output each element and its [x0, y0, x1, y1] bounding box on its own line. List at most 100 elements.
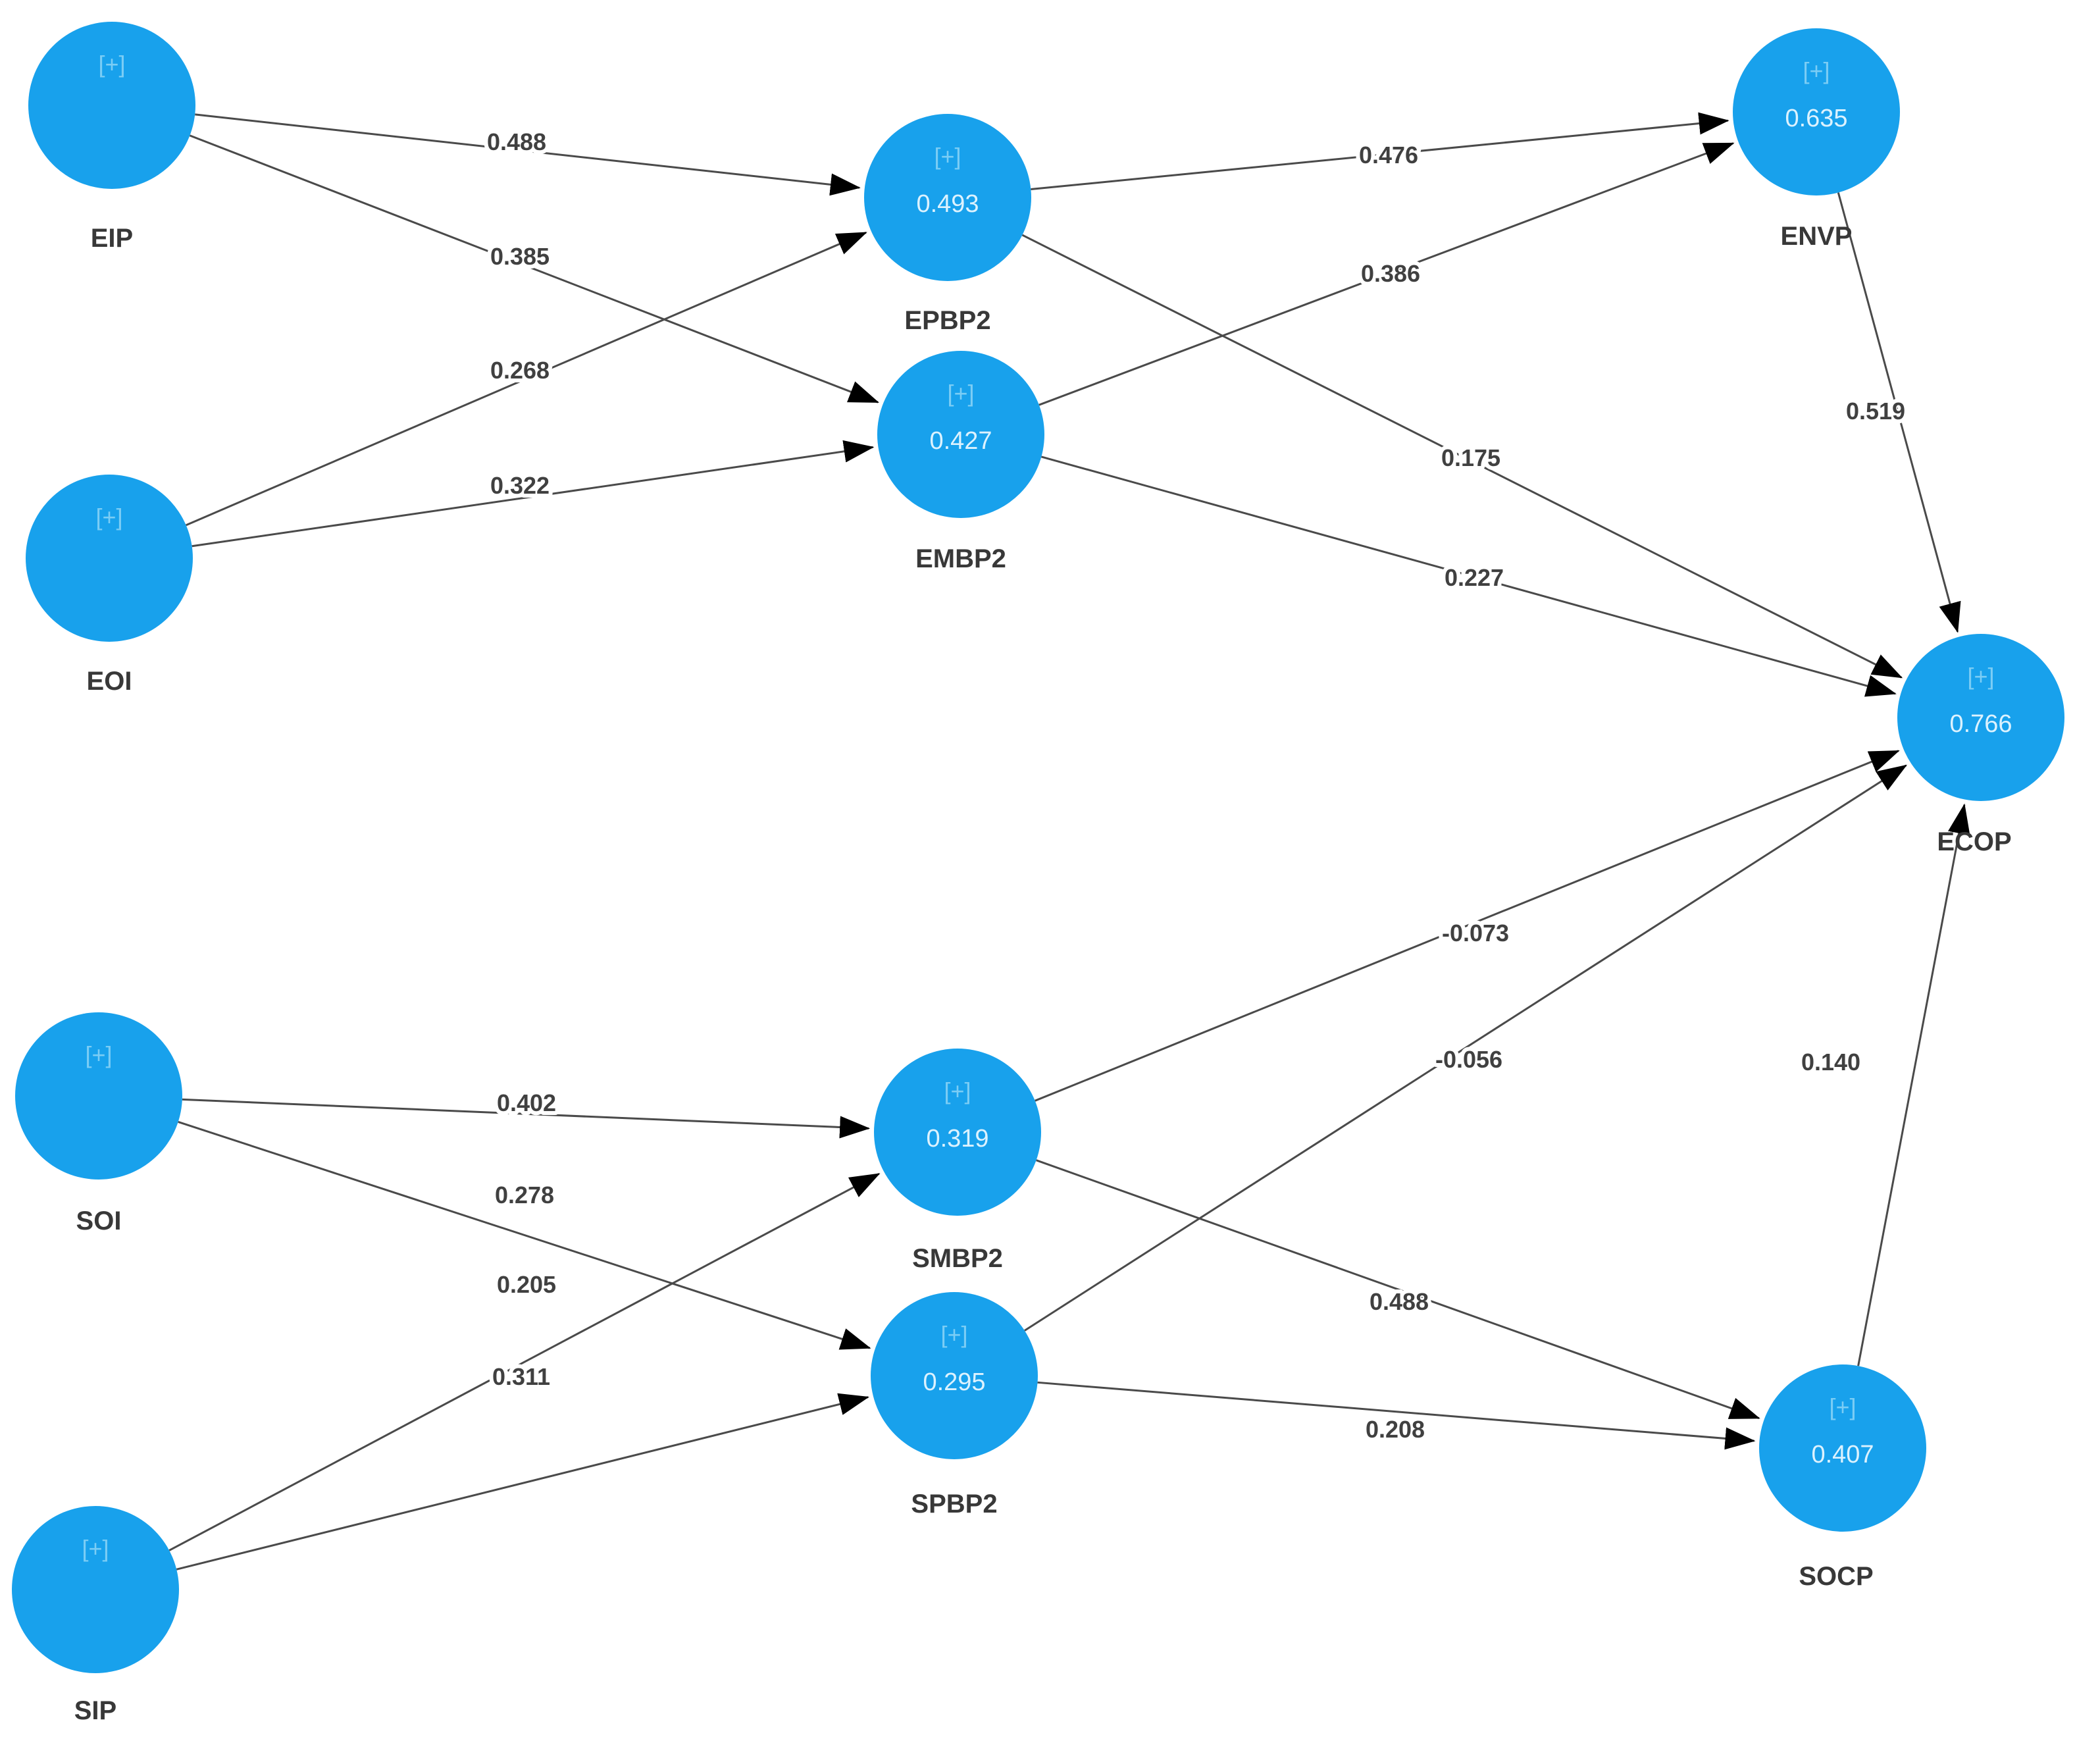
r-squared-value-SOCP: 0.407 [1811, 1441, 1874, 1468]
path-line-SIP-SPBP2[interactable] [176, 1393, 869, 1570]
node-SOI: [+]SOI [15, 1012, 182, 1235]
path-EMBP2-ENVP: 0.386 [1038, 142, 1735, 406]
path-EPBP2-ECOP: 0.175 [1021, 234, 1903, 679]
path-EOI-EPBP2: 0.268 [186, 231, 867, 527]
path-SOI-SMBP2: 0.402 [182, 1085, 871, 1139]
path-EIP-EMBP2: 0.385 [189, 134, 879, 403]
expand-plus-icon[interactable]: [+] [1829, 1393, 1856, 1420]
path-coefficient-SOCP-ECOP: 0.140 [1801, 1049, 1860, 1076]
path-line-EPBP2-ECOP[interactable] [1021, 234, 1903, 679]
path-SPBP2-SOCP: 0.208 [1037, 1381, 1756, 1450]
path-coefficient-EPBP2-ECOP: 0.175 [1441, 444, 1500, 471]
path-ENVP-ECOP: 0.519 [1837, 192, 1961, 633]
node-label-ECOP: ECOP [1937, 827, 2011, 856]
node-label-SMBP2: SMBP2 [912, 1244, 1003, 1273]
latent-variable-circle-ENVP[interactable] [1733, 28, 1900, 195]
expand-plus-icon[interactable]: [+] [1967, 663, 1994, 690]
latent-variable-circle-EIP[interactable] [28, 22, 195, 189]
latent-variable-circle-ECOP[interactable] [1897, 634, 2064, 801]
path-line-EIP-EMBP2[interactable] [189, 134, 879, 403]
r-squared-value-EMBP2: 0.427 [929, 427, 992, 455]
path-line-SPBP2-SOCP[interactable] [1037, 1381, 1756, 1450]
expand-plus-icon[interactable]: [+] [98, 51, 125, 78]
node-EIP: [+] EIP [28, 22, 195, 253]
path-EMBP2-ECOP: 0.227 [1040, 455, 1897, 697]
path-coefficient-EIP-EPBP2: 0.488 [487, 128, 546, 155]
latent-variable-circle-EOI[interactable] [26, 475, 193, 642]
path-EPBP2-ENVP: 0.476 [1031, 112, 1729, 191]
expand-plus-icon[interactable]: [+] [944, 1077, 971, 1104]
path-coefficient-SOI-SPBP2: 0.278 [495, 1181, 554, 1208]
node-EOI: [+]EOI [26, 475, 193, 696]
path-SOI-SPBP2: 0.278 [178, 1121, 871, 1350]
path-line-EMBP2-ECOP[interactable] [1040, 455, 1897, 697]
path-SIP-SPBP2: 0.311 [176, 1359, 869, 1570]
path-SOCP-ECOP: 0.140 [1797, 803, 1970, 1366]
latent-variable-circle-SIP[interactable] [12, 1506, 179, 1673]
path-SIP-SMBP2: 0.205 [168, 1172, 881, 1551]
r-squared-value-ENVP: 0.635 [1785, 105, 1847, 132]
path-coefficient-EPBP2-ENVP: 0.476 [1359, 142, 1418, 169]
latent-variable-circle-SPBP2[interactable] [871, 1292, 1038, 1459]
node-label-ENVP: ENVP [1781, 222, 1853, 251]
path-coefficient-EMBP2-ECOP: 0.227 [1445, 564, 1504, 591]
path-coefficient-SMBP2-ECOP: -0.073 [1442, 920, 1509, 947]
path-coefficient-SPBP2-ECOP: -0.056 [1435, 1046, 1502, 1073]
latent-variable-circle-SOI[interactable] [15, 1012, 182, 1180]
path-line-SMBP2-ECOP[interactable] [1035, 750, 1900, 1102]
expand-plus-icon[interactable]: [+] [95, 504, 122, 531]
latent-variable-circle-SMBP2[interactable] [874, 1049, 1041, 1216]
expand-plus-icon[interactable]: [+] [940, 1321, 967, 1348]
path-line-SOI-SMBP2[interactable] [182, 1098, 871, 1139]
latent-variable-circle-EPBP2[interactable] [864, 114, 1031, 281]
path-coefficient-SOI-SMBP2: 0.402 [497, 1089, 556, 1116]
expand-plus-icon[interactable]: [+] [85, 1041, 112, 1068]
path-line-SPBP2-ECOP[interactable] [1024, 764, 1908, 1332]
path-line-EIP-EPBP2[interactable] [195, 113, 861, 196]
path-SMBP2-SOCP: 0.488 [1036, 1159, 1760, 1420]
path-coefficient-SPBP2-SOCP: 0.208 [1366, 1416, 1425, 1443]
edges-layer: 0.488 0.385 0.268 0.322 0.476 0.386 0.175 0.227… [168, 112, 1970, 1570]
path-coefficient-ENVP-ECOP: 0.519 [1846, 398, 1905, 425]
path-line-SOCP-ECOP[interactable] [1857, 803, 1970, 1366]
path-line-EOI-EMBP2[interactable] [192, 440, 875, 548]
node-label-EIP: EIP [91, 224, 133, 253]
node-label-SIP: SIP [74, 1696, 116, 1725]
expand-plus-icon[interactable]: [+] [947, 380, 974, 407]
latent-variable-circle-EMBP2[interactable] [877, 351, 1044, 518]
node-SIP: [+] SIP [12, 1506, 179, 1725]
node-label-EPBP2: EPBP2 [904, 306, 990, 335]
path-line-EMBP2-ENVP[interactable] [1038, 142, 1735, 406]
path-coefficient-SIP-SPBP2: 0.311 [492, 1363, 550, 1390]
path-line-EPBP2-ENVP[interactable] [1031, 112, 1729, 191]
latent-variable-circle-SOCP[interactable] [1759, 1364, 1926, 1532]
expand-plus-icon[interactable]: [+] [934, 143, 961, 170]
node-label-SOCP: SOCP [1799, 1562, 1873, 1591]
path-line-SIP-SMBP2[interactable] [168, 1172, 881, 1551]
path-line-SOI-SPBP2[interactable] [178, 1121, 871, 1350]
path-coefficient-EIP-EMBP2: 0.385 [490, 243, 550, 270]
nodes-layer: [+]EIP[+]EOI[+]SOI[+]SIP[+]0.493EPBP2[+]… [12, 22, 2064, 1725]
expand-plus-icon[interactable]: [+] [1803, 57, 1830, 84]
path-line-EOI-EPBP2[interactable] [186, 231, 867, 527]
path-line-ENVP-ECOP[interactable] [1837, 192, 1961, 633]
path-coefficient-SMBP2-SOCP: 0.488 [1370, 1288, 1429, 1315]
r-squared-value-ECOP: 0.766 [1949, 710, 2012, 738]
r-squared-value-SPBP2: 0.295 [923, 1368, 985, 1396]
path-coefficient-EOI-EPBP2: 0.268 [490, 357, 550, 384]
node-label-SPBP2: SPBP2 [911, 1490, 997, 1518]
path-EOI-EMBP2: 0.322 [192, 440, 875, 548]
path-line-SMBP2-SOCP[interactable] [1036, 1159, 1760, 1420]
path-EIP-EPBP2: 0.488 [195, 113, 861, 196]
node-label-EMBP2: EMBP2 [915, 544, 1006, 573]
path-coefficient-EMBP2-ENVP: 0.386 [1361, 260, 1420, 287]
path-coefficient-EOI-EMBP2: 0.322 [490, 472, 550, 499]
expand-plus-icon[interactable]: [+] [82, 1535, 109, 1562]
